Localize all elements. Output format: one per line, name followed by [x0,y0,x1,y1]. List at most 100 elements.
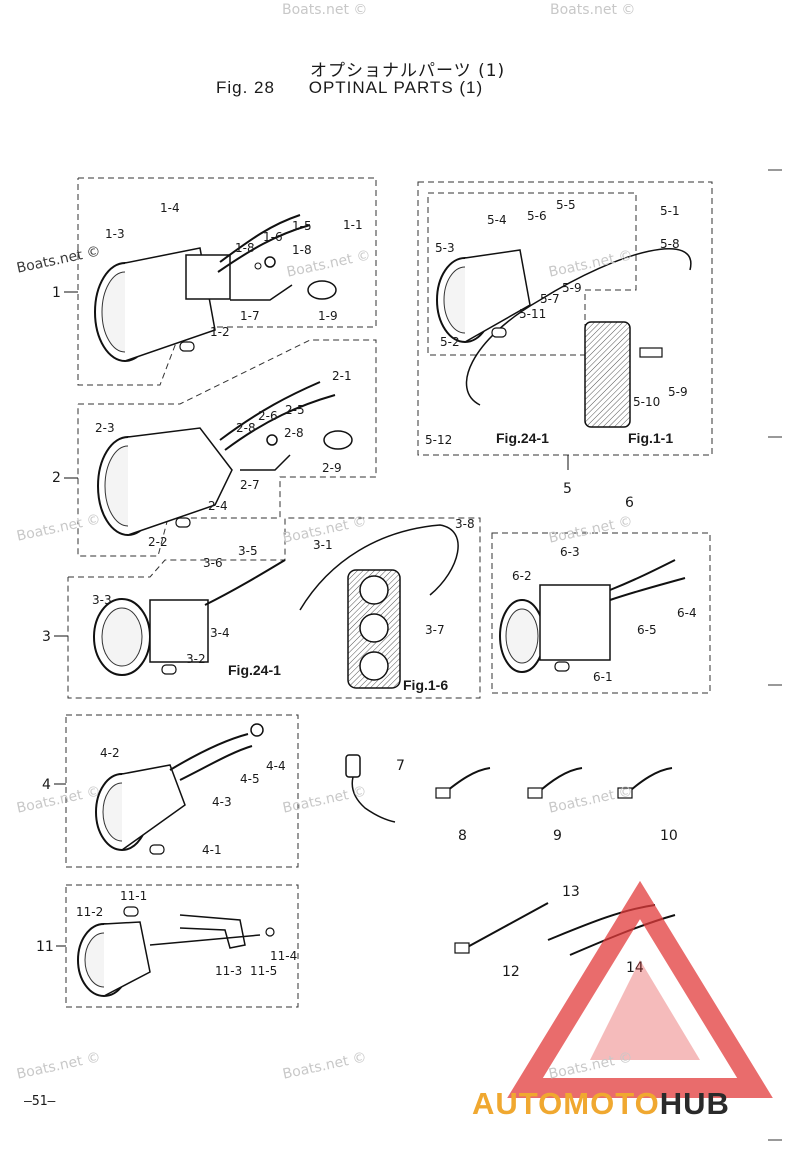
label-14: 14 [626,960,644,976]
label-1-7: 1-7 [240,309,260,323]
label-5-11: 5-11 [519,307,546,321]
bulb-2-2 [175,517,191,528]
label-5-3: 5-3 [435,241,455,255]
bulb-6-1 [554,661,570,672]
bulb-1-2 [179,341,195,352]
label-5-7: 5-7 [540,292,560,306]
nut-4-4 [250,723,264,737]
label-group-2: 2 [52,470,61,486]
label-group-11: 11 [36,939,54,955]
label-3-4: 3-4 [210,626,230,640]
label-4-4: 4-4 [266,759,286,773]
wire-6b [609,577,686,601]
bulb-11-1 [123,906,139,917]
plug-1-9 [307,280,337,300]
label-4-5: 4-5 [240,772,260,786]
figure-number: Fig. 28 [216,78,275,97]
label-7: 7 [396,758,405,774]
label-2-2: 2-2 [148,535,168,549]
gauge-6-body [539,584,611,661]
logo-text-primary: AUTOMOTO [472,1086,660,1121]
label-11-2: 11-2 [76,905,103,919]
figref-5-engine: Fig.24-1 [496,430,549,446]
group-4-border [65,714,299,868]
bulb-5-2 [491,327,507,338]
label-1-9: 1-9 [318,309,338,323]
group-5-border [417,181,713,456]
label-10: 10 [660,828,678,844]
wire-2c [240,454,291,471]
gauge-11-body [103,921,151,997]
group-2-border [77,339,377,557]
group-6-border [491,532,711,694]
label-2-4: 2-4 [208,499,228,513]
group-1 [77,177,377,386]
label-2-5: 2-5 [285,403,305,417]
label-1-2: 1-2 [210,325,230,339]
label-9: 9 [553,828,562,844]
label-1-1: 1-1 [343,218,363,232]
label-6-3: 6-3 [560,545,580,559]
label-2-8-b: 2-8 [284,426,304,440]
group-6 [491,532,711,694]
nut-1-5 [264,256,276,268]
group-2 [77,339,377,557]
label-13: 13 [562,884,580,900]
engine-block-fig1-1 [584,321,631,428]
label-11-4: 11-4 [270,949,297,963]
label-4-2: 4-2 [100,746,120,760]
bulb-4-1 [149,844,165,855]
harness-12 [461,902,549,951]
label-3-6: 3-6 [203,556,223,570]
label-5-6: 5-6 [527,209,547,223]
label-group-5: 5 [563,481,572,497]
label-2-8-a: 2-8 [236,421,256,435]
label-1-8-a: 1-8 [235,241,255,255]
watermark: Boats.net © [550,2,636,18]
washer-1-6 [254,262,262,270]
figref-3-engine: Fig.24-1 [228,662,281,678]
label-1-5: 1-5 [292,219,312,233]
wire-1b [217,224,311,273]
label-2-9: 2-9 [322,461,342,475]
label-2-7: 2-7 [240,478,260,492]
group-11-border [65,884,299,1008]
label-5-12: 5-12 [425,433,452,447]
label-1-3: 1-3 [105,227,125,241]
group-4 [65,714,299,868]
figref-3-block: Fig.1-6 [403,677,448,693]
wire-11 [149,934,261,946]
bulb-3-2 [161,664,177,675]
label-3-1: 3-1 [313,538,333,552]
label-11-1: 11-1 [120,889,147,903]
cable-3-8 [299,524,459,611]
label-group-6: 6 [625,495,634,511]
wire-4b [179,745,253,781]
page-number: —51— [24,1094,56,1109]
label-2-3: 2-3 [95,421,115,435]
label-6-1: 6-1 [593,670,613,684]
logo-triangle [507,880,773,1098]
sensor-5-10 [639,347,663,358]
part-labels: 1 1-1 1-2 1-3 1-4 1-5 1-6 1-7 1-8 1-8 1-… [36,198,697,980]
wire-2 [219,381,321,441]
wire-2b [224,394,336,451]
switch-7 [345,754,361,778]
label-3-3: 3-3 [92,593,112,607]
label-3-5: 3-5 [238,544,258,558]
title-japanese: オプショナルパーツ (1) [310,61,506,81]
group-5 [417,181,713,470]
label-5-5: 5-5 [556,198,576,212]
label-5-2: 5-2 [440,335,460,349]
label-3-2: 3-2 [186,652,206,666]
group-11 [65,884,299,1008]
wire-3 [204,559,286,606]
label-1-6: 1-6 [263,230,283,244]
wire-6 [609,559,676,591]
label-2-1: 2-1 [332,369,352,383]
label-12: 12 [502,964,520,980]
group-5-inner-border [427,192,637,356]
gauge-3-face [101,607,143,667]
wire-4 [169,733,249,771]
